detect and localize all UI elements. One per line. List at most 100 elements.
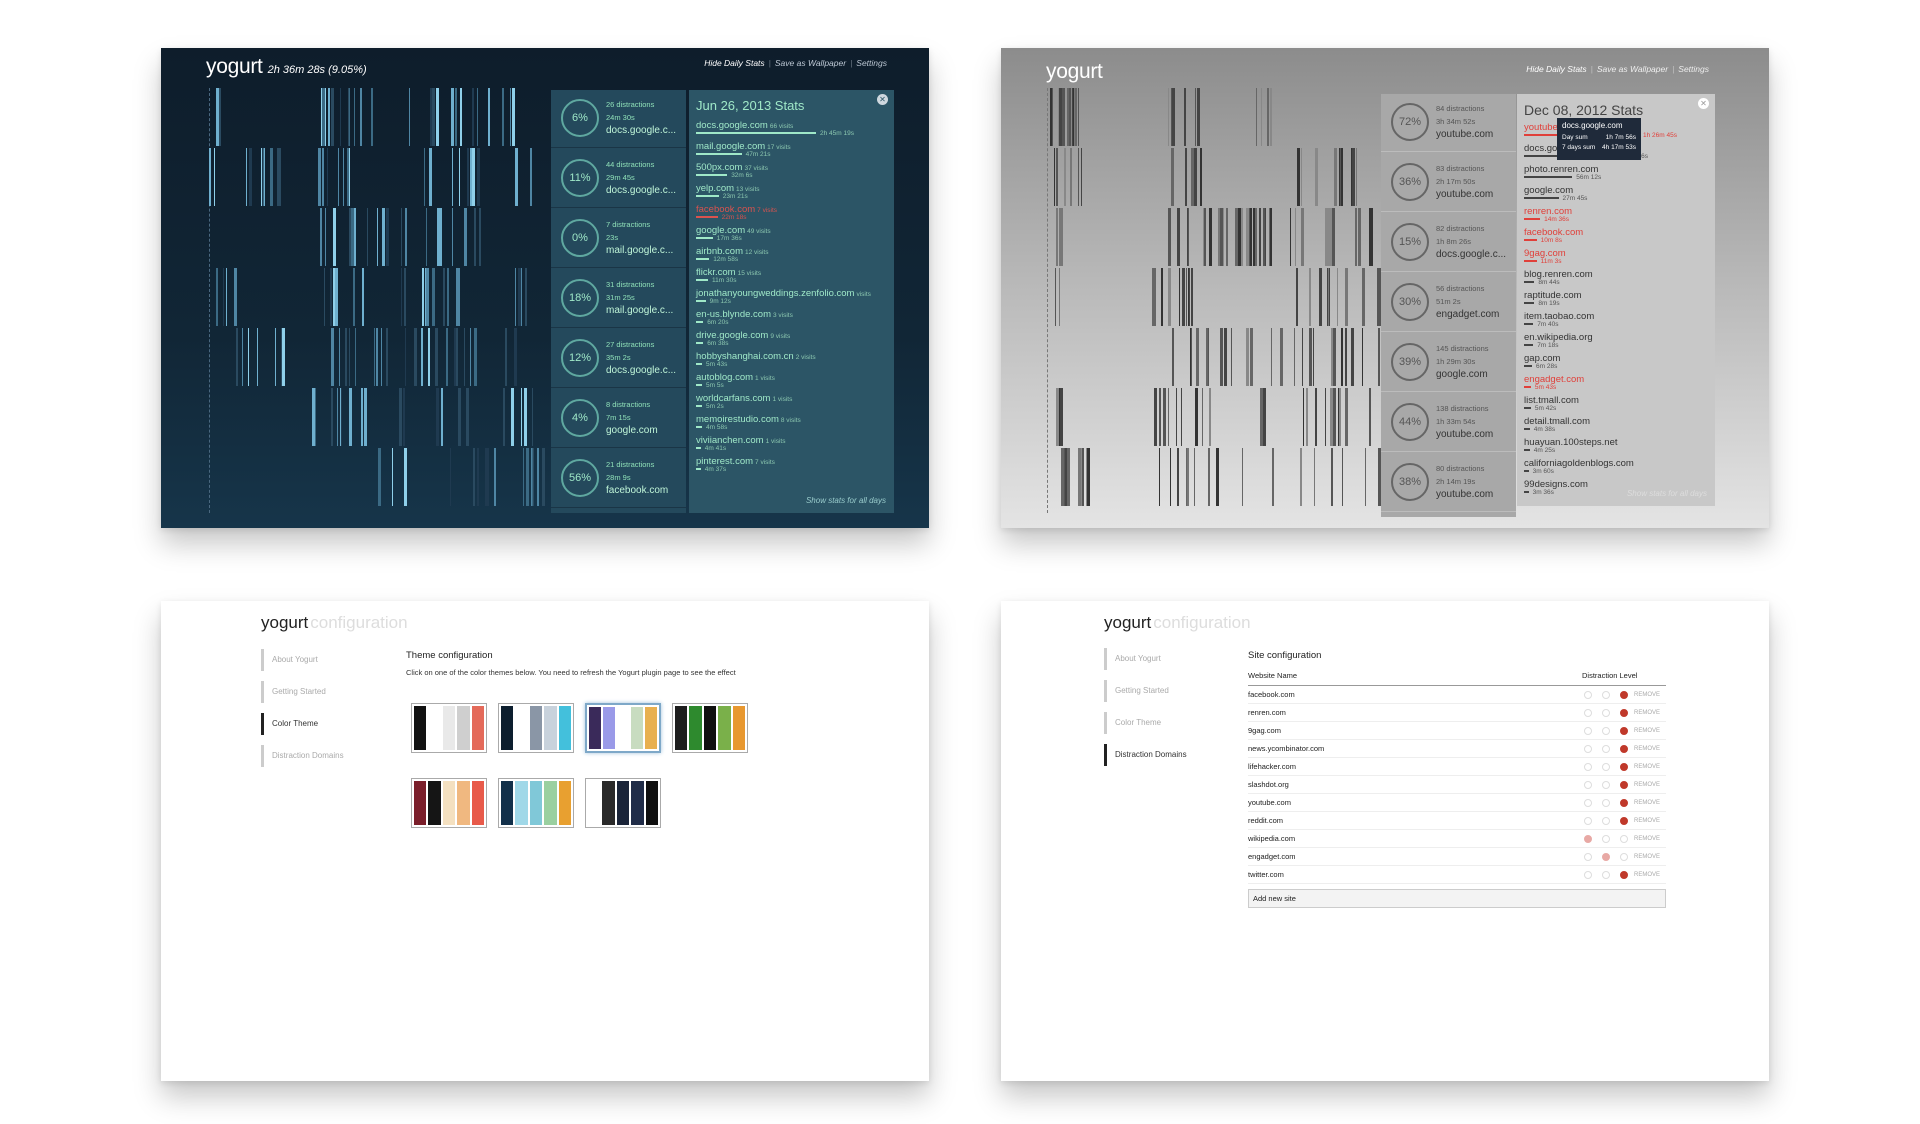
- distraction-level-radio[interactable]: [1602, 817, 1610, 825]
- distraction-level-radio[interactable]: [1602, 781, 1610, 789]
- distraction-level-radio[interactable]: [1584, 763, 1592, 771]
- stat-site[interactable]: airbnb.com: [696, 246, 743, 257]
- distraction-level-radio[interactable]: [1584, 727, 1592, 735]
- distraction-level-radio[interactable]: [1584, 817, 1592, 825]
- show-all-days-link[interactable]: Show stats for all days: [805, 496, 886, 505]
- close-icon[interactable]: ✕: [1698, 98, 1709, 109]
- stat-site[interactable]: hobbyshanghai.com.cn: [696, 351, 794, 362]
- distraction-level-radio[interactable]: [1620, 853, 1628, 861]
- theme-swatch[interactable]: [411, 778, 487, 828]
- show-all-days-link[interactable]: Show stats for all days: [1626, 489, 1707, 498]
- remove-button[interactable]: REMOVE: [1634, 710, 1661, 716]
- nav-item-color-theme[interactable]: Color Theme: [261, 713, 371, 735]
- distraction-level-radio[interactable]: [1584, 853, 1592, 861]
- distraction-level-radio[interactable]: [1584, 871, 1592, 879]
- settings-link[interactable]: Settings: [856, 58, 887, 68]
- distraction-level-radio[interactable]: [1602, 709, 1610, 717]
- stat-site[interactable]: renren.com: [1524, 206, 1573, 217]
- stat-site[interactable]: californiagoldenblogs.com: [1524, 458, 1634, 469]
- distraction-level-radio[interactable]: [1620, 727, 1628, 735]
- distraction-level-radio[interactable]: [1584, 835, 1592, 843]
- distraction-level-radio[interactable]: [1602, 799, 1610, 807]
- stat-site[interactable]: item.taobao.com: [1524, 311, 1595, 322]
- stat-site[interactable]: memoirestudio.com: [696, 414, 779, 425]
- nav-item-about-yogurt[interactable]: About Yogurt: [261, 649, 371, 671]
- remove-button[interactable]: REMOVE: [1634, 854, 1661, 860]
- distraction-level-radio[interactable]: [1602, 853, 1610, 861]
- remove-button[interactable]: REMOVE: [1634, 782, 1661, 788]
- distraction-level-radio[interactable]: [1620, 781, 1628, 789]
- stat-site[interactable]: list.tmall.com: [1524, 395, 1579, 406]
- stat-site[interactable]: jonathanyoungweddings.zenfolio.com: [696, 288, 855, 299]
- remove-button[interactable]: REMOVE: [1634, 728, 1661, 734]
- stat-site[interactable]: docs.google.com: [696, 120, 768, 131]
- distraction-level-radio[interactable]: [1584, 799, 1592, 807]
- hide-daily-stats-link[interactable]: Hide Daily Stats: [1526, 64, 1587, 74]
- distraction-level-radio[interactable]: [1584, 709, 1592, 717]
- stat-site[interactable]: huayuan.100steps.net: [1524, 437, 1618, 448]
- stat-site[interactable]: drive.google.com: [696, 330, 769, 341]
- distraction-level-radio[interactable]: [1584, 745, 1592, 753]
- stat-site[interactable]: google.com: [1524, 185, 1574, 196]
- distraction-level-radio[interactable]: [1620, 871, 1628, 879]
- distraction-level-radio[interactable]: [1602, 745, 1610, 753]
- remove-button[interactable]: REMOVE: [1634, 800, 1661, 806]
- stat-site[interactable]: worldcarfans.com: [696, 393, 771, 404]
- distraction-level-radio[interactable]: [1620, 799, 1628, 807]
- theme-swatch[interactable]: [585, 703, 661, 753]
- theme-swatch[interactable]: [498, 703, 574, 753]
- stat-site[interactable]: facebook.com: [696, 204, 756, 215]
- remove-button[interactable]: REMOVE: [1634, 746, 1661, 752]
- distraction-level-radio[interactable]: [1620, 763, 1628, 771]
- stat-site[interactable]: pinterest.com: [696, 456, 754, 467]
- distraction-level-radio[interactable]: [1584, 781, 1592, 789]
- stat-site[interactable]: youtube.com: [1524, 122, 1579, 133]
- stat-site[interactable]: photo.renren.com: [1524, 164, 1599, 175]
- stat-site[interactable]: google.com: [696, 225, 746, 236]
- stat-site[interactable]: en-us.blynde.com: [696, 309, 771, 320]
- stat-site[interactable]: autoblog.com: [696, 372, 754, 383]
- distraction-level-radio[interactable]: [1620, 709, 1628, 717]
- remove-button[interactable]: REMOVE: [1634, 692, 1661, 698]
- stat-site[interactable]: mail.google.com: [696, 141, 766, 152]
- stat-site[interactable]: 99designs.com: [1524, 479, 1588, 490]
- add-site-input[interactable]: Add new site: [1248, 889, 1666, 908]
- nav-item-distraction-domains[interactable]: Distraction Domains: [261, 745, 371, 767]
- distraction-level-radio[interactable]: [1602, 691, 1610, 699]
- distraction-level-radio[interactable]: [1602, 763, 1610, 771]
- theme-swatch[interactable]: [411, 703, 487, 753]
- nav-item-distraction-domains[interactable]: Distraction Domains: [1104, 744, 1214, 766]
- stat-site[interactable]: engadget.com: [1524, 374, 1585, 385]
- stat-site[interactable]: detail.tmall.com: [1524, 416, 1590, 427]
- remove-button[interactable]: REMOVE: [1634, 764, 1661, 770]
- stat-site[interactable]: raptitude.com: [1524, 290, 1582, 301]
- save-wallpaper-link[interactable]: Save as Wallpaper: [774, 58, 847, 68]
- stat-site[interactable]: en.wikipedia.org: [1524, 332, 1593, 343]
- stat-site[interactable]: 500px.com: [696, 162, 743, 173]
- distraction-level-radio[interactable]: [1620, 835, 1628, 843]
- distraction-level-radio[interactable]: [1602, 871, 1610, 879]
- nav-item-color-theme[interactable]: Color Theme: [1104, 712, 1214, 734]
- save-wallpaper-link[interactable]: Save as Wallpaper: [1596, 64, 1669, 74]
- distraction-level-radio[interactable]: [1602, 727, 1610, 735]
- nav-item-getting-started[interactable]: Getting Started: [261, 681, 371, 703]
- distraction-level-radio[interactable]: [1620, 817, 1628, 825]
- stat-site[interactable]: blog.renren.com: [1524, 269, 1593, 280]
- stat-site[interactable]: viviianchen.com: [696, 435, 764, 446]
- close-icon[interactable]: ✕: [877, 94, 888, 105]
- stat-site[interactable]: 9gag.com: [1524, 248, 1566, 259]
- settings-link[interactable]: Settings: [1678, 64, 1709, 74]
- remove-button[interactable]: REMOVE: [1634, 836, 1661, 842]
- remove-button[interactable]: REMOVE: [1634, 872, 1661, 878]
- theme-swatch[interactable]: [585, 778, 661, 828]
- distraction-level-radio[interactable]: [1602, 835, 1610, 843]
- stat-site[interactable]: flickr.com: [696, 267, 736, 278]
- distraction-level-radio[interactable]: [1620, 745, 1628, 753]
- stat-site[interactable]: gap.com: [1524, 353, 1561, 364]
- distraction-level-radio[interactable]: [1620, 691, 1628, 699]
- stat-site[interactable]: yelp.com: [696, 183, 735, 194]
- theme-swatch[interactable]: [498, 778, 574, 828]
- hide-daily-stats-link[interactable]: Hide Daily Stats: [704, 58, 765, 68]
- remove-button[interactable]: REMOVE: [1634, 818, 1661, 824]
- theme-swatch[interactable]: [672, 703, 748, 753]
